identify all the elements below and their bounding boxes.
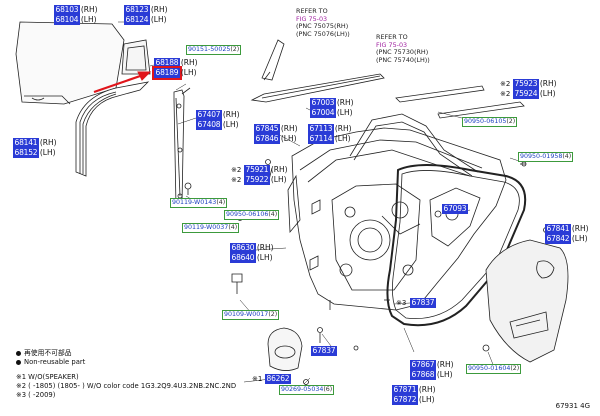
label-group-68630: 68630(RH) 68640(LH): [230, 243, 274, 263]
callout-arrow: [93, 71, 152, 94]
part-label-67093[interactable]: 67093: [442, 204, 468, 214]
part-label-68103[interactable]: 68103(RH): [54, 5, 98, 15]
door-panel: [291, 127, 507, 311]
part-label-67872[interactable]: 67872(LH): [392, 395, 435, 405]
legend-item-en: Non-reusable part: [16, 358, 236, 367]
door-weatherstrip: [386, 164, 527, 327]
fastener-label-90950-01604[interactable]: 90950-01604(2): [466, 364, 522, 374]
label-group-trim-board: 67841(RH) 67842(LH): [545, 224, 589, 244]
part-label-67867[interactable]: 67867(RH): [410, 360, 454, 370]
part-label-68124[interactable]: 68124(LH): [124, 15, 167, 25]
part-label-67845[interactable]: 67845(RH): [254, 124, 298, 134]
note-mark-2b: ※2: [231, 176, 242, 184]
part-label-67837-lower[interactable]: 67837: [311, 346, 337, 356]
fastener-label-90151-50025[interactable]: 90151-50025(2): [186, 45, 242, 55]
part-label-68152[interactable]: 68152(LH): [13, 148, 56, 158]
part-label-67837[interactable]: 67837: [410, 298, 436, 308]
part-label-67846[interactable]: 67846(LH): [254, 134, 297, 144]
refer-note-1: REFER TO FIG 75-03 (PNC 75075(RH) (PNC 7…: [296, 7, 350, 38]
part-label-68189[interactable]: 68189(LH): [152, 66, 197, 80]
speaker: [267, 327, 303, 371]
fastener-label-90119-W0037[interactable]: 90119-W0037(4): [182, 223, 240, 233]
legend-note-1: ※1 W/O(SPEAKER): [16, 373, 79, 381]
fastener-label-90109-W0017[interactable]: 90109-W0017(2): [222, 310, 280, 320]
legend-note-2: ※2 ( -1805) (1805- ) W/O color code 1G3.…: [16, 382, 237, 390]
label-group-weatherstrip: 67871(RH) 67872(LH): [392, 385, 436, 405]
part-label-68188[interactable]: 68188(RH): [154, 58, 198, 68]
fastener-label-90950-06106[interactable]: 90950-06106(4): [224, 210, 280, 220]
part-label-68640[interactable]: 68640(LH): [230, 253, 273, 263]
part-label-75922[interactable]: 75922(LH): [244, 175, 287, 185]
label-group-door-panel: 67003(RH) 67004(LH): [310, 98, 354, 118]
part-label-68123[interactable]: 68123(RH): [124, 5, 168, 15]
refer-note-2: REFER TO FIG 75-03 (PNC 75730(RH) (PNC 7…: [376, 33, 430, 64]
legend: 再使用不可部品 Non-reusable part ※1 W/O(SPEAKER…: [16, 349, 236, 400]
part-label-67003[interactable]: 67003(RH): [310, 98, 354, 108]
fastener-label-90950-01958[interactable]: 90950-01958(4): [518, 152, 574, 162]
note-mark-2d: ※2: [500, 90, 511, 98]
part-label-67408[interactable]: 67408(LH): [196, 120, 239, 130]
door-trim-board: [485, 239, 569, 363]
part-label-75923[interactable]: 75923(RH): [513, 79, 557, 89]
part-label-86262[interactable]: 86262: [265, 374, 291, 384]
quarter-window: [121, 39, 151, 75]
fastener-label-90269-05034[interactable]: 90269-05034(6): [279, 385, 335, 395]
label-group-glass-run: 68141(RH) 68152(LH): [13, 138, 57, 158]
label-group-67845: 67845(RH) 67846(LH): [254, 124, 298, 144]
note-mark-2c: ※2: [500, 80, 511, 88]
part-label-67871[interactable]: 67871(RH): [392, 385, 436, 395]
label-group-frame-moulding: 67407(RH) 67408(LH): [196, 110, 240, 130]
label-group-door-glass: 68103(RH) 68104(LH): [54, 5, 98, 25]
part-label-75924[interactable]: 75924(LH): [513, 89, 556, 99]
note-mark-2a: ※2: [231, 166, 242, 174]
part-label-67113[interactable]: 67113(RH): [308, 124, 352, 134]
fastener-label-90119-W0143[interactable]: 90119-W0143(4): [170, 198, 228, 208]
part-label-67407[interactable]: 67407(RH): [196, 110, 240, 120]
figure-code: 67931 4G: [555, 402, 590, 410]
part-label-68630[interactable]: 68630(RH): [230, 243, 274, 253]
part-label-67114[interactable]: 67114(LH): [308, 134, 351, 144]
part-label-67841[interactable]: 67841(RH): [545, 224, 589, 234]
label-group-67113: 67113(RH) 67114(LH): [308, 124, 352, 144]
glass-run: [75, 81, 150, 177]
label-group-75921: 75921(RH) 75922(LH): [244, 165, 288, 185]
part-label-67842[interactable]: 67842(LH): [545, 234, 588, 244]
part-label-68141[interactable]: 68141(RH): [13, 138, 57, 148]
label-group-67867: 67867(RH) 67868(LH): [410, 360, 454, 380]
legend-item-jp: 再使用不可部品: [16, 349, 236, 358]
label-group-glass-weatherstrip: 68188(RH) 68189(LH): [152, 58, 198, 80]
legend-note-3: ※3 ( -2009): [16, 391, 56, 399]
label-group-75923: 75923(RH) 75924(LH): [513, 79, 557, 99]
bullet-icon: [16, 350, 21, 356]
rear-moulding: [395, 85, 485, 103]
part-label-67868[interactable]: 67868(LH): [410, 370, 453, 380]
note-mark-1: ※1: [252, 375, 263, 383]
fastener-label-90950-06105[interactable]: 90950-06105(2): [462, 117, 518, 127]
bullet-icon: [16, 359, 21, 365]
label-group-quarter-window: 68123(RH) 68124(LH): [124, 5, 168, 25]
part-label-67004[interactable]: 67004(LH): [310, 108, 353, 118]
note-mark-3: ※3: [396, 299, 407, 307]
part-label-68104[interactable]: 68104(LH): [54, 15, 97, 25]
door-glass: [15, 21, 125, 105]
part-label-75921[interactable]: 75921(RH): [244, 165, 288, 175]
